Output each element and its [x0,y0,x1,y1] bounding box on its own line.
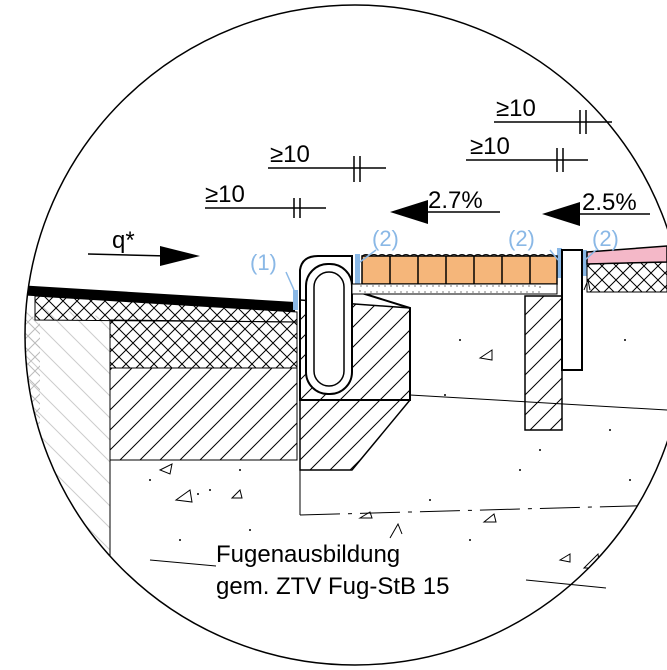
drain-channel-inner [313,271,345,387]
dimension-left [205,198,326,218]
base-layer-left-lower [109,319,298,369]
foundation-left [109,367,298,461]
dimension-right-upper-label: ≥10 [496,95,536,122]
dimension-right-upper [494,110,612,134]
soil-left-hatch [25,300,110,665]
edge-stone [561,249,583,371]
joint-2b [557,248,562,278]
bedding-dots [359,285,541,293]
dimension-right-lower [466,148,588,172]
caption-line-1: Fugenausbildung [216,541,400,568]
caption-leader-right [525,579,607,589]
slope-arrow-right [542,202,650,226]
joint-marker-2b: (2) [508,226,535,251]
joint-marker-2b-leader [549,249,559,261]
slope-left: 2.7% [428,187,483,214]
caption-line-2: gem. ZTV Fug-StB 15 [216,573,449,600]
joint-marker-1: (1) [250,250,277,275]
slope-arrow-left [390,200,500,224]
caption-leader-left [149,559,217,567]
drawing-content [25,245,667,665]
joint-1 [293,290,298,310]
detail-circle [24,4,667,666]
pink-surface [586,245,667,265]
paver-bedding [351,283,558,295]
joint-marker-2a: (2) [372,226,399,251]
joint-2c [582,250,587,276]
dimension-right-lower-label: ≥10 [470,133,510,160]
joint-marker-2a-leader [359,249,377,263]
dimension-middle-label: ≥10 [270,141,310,168]
edge-foundation [524,295,563,431]
joint-2a [355,254,360,284]
soil-left-crosshatch [25,310,40,665]
asphalt-surface [25,284,295,312]
joint-marker-2c: (2) [592,226,619,251]
load-arrow [87,246,200,266]
dimension-left-label: ≥10 [205,181,245,208]
base-layer-right [586,261,667,293]
paver-row [361,254,558,285]
joint-marker-2c-leader [584,249,597,261]
slope-right: 2.5% [582,189,637,216]
load-label: q* [112,227,135,254]
dimension-middle [268,156,386,182]
joint-marker-1-leader [285,271,295,291]
subgrade-line-1 [409,394,667,411]
drain-channel-opening [305,263,353,395]
subgrade-line-2 [299,504,667,516]
aggregate-dots [149,339,631,541]
